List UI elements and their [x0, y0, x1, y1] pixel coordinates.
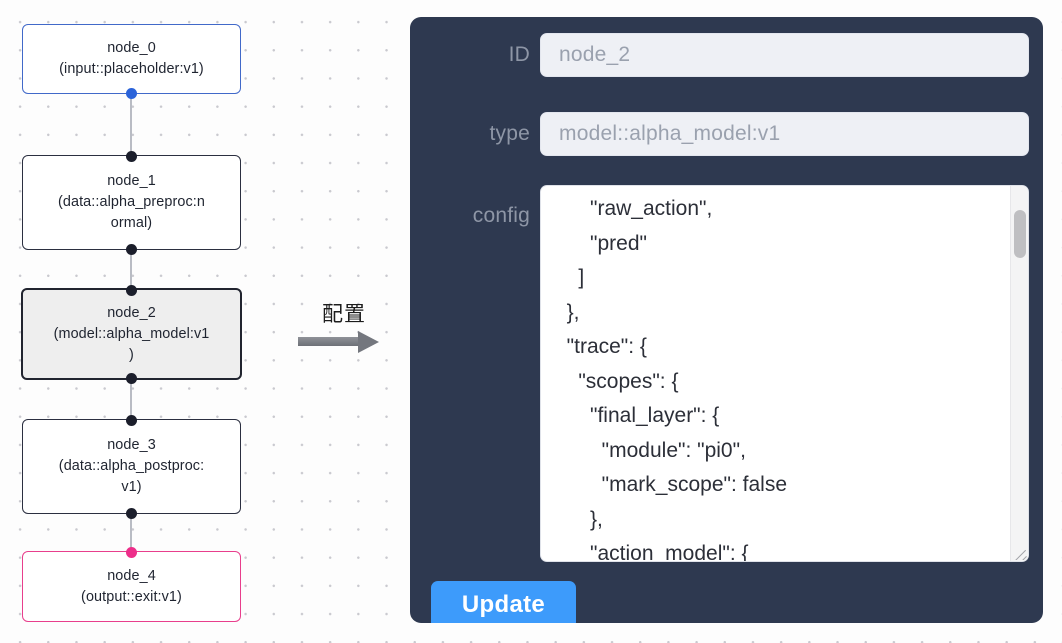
id-input[interactable]: node_2: [540, 33, 1029, 77]
resize-handle-icon[interactable]: [1011, 544, 1027, 560]
flow-node-node_1[interactable]: node_1 (data::alpha_preproc:n ormal): [22, 150, 241, 255]
config-textarea-value[interactable]: "raw_action", "pred" ] }, "trace": { "sc…: [566, 197, 787, 561]
edge-node2-node3: [130, 375, 132, 425]
node-handle-source[interactable]: [126, 243, 137, 255]
flow-node-node_3[interactable]: node_3 (data::alpha_postproc: v1): [22, 414, 241, 519]
id-field-label: ID: [508, 43, 530, 66]
config-textarea[interactable]: "raw_action", "pred" ] }, "trace": { "sc…: [540, 185, 1029, 562]
update-button[interactable]: Update: [431, 581, 576, 623]
node-title: node_2: [107, 304, 156, 321]
edge-node0-node1: [130, 89, 132, 161]
node-config-panel: ID node_2 type model::alpha_model:v1 con…: [410, 17, 1043, 623]
node-handle-source[interactable]: [126, 87, 137, 99]
node-handle-target[interactable]: [126, 546, 137, 558]
node-subtitle-line2: ormal): [110, 215, 153, 231]
node-subtitle-line2: v1): [121, 479, 142, 495]
edge-node1-node2: [130, 245, 132, 294]
field-row-config: config: [410, 194, 540, 238]
annotation-configure: 配置: [298, 298, 390, 353]
node-subtitle-line1: (data::alpha_preproc:n: [57, 194, 205, 210]
config-field-label: config: [472, 204, 530, 227]
node-title: node_4: [107, 567, 156, 584]
node-handle-target[interactable]: [126, 150, 137, 162]
type-input[interactable]: model::alpha_model:v1: [540, 112, 1029, 156]
flow-node-node_4[interactable]: node_4 (output::exit:v1): [22, 546, 241, 622]
annotation-label: 配置: [322, 302, 366, 326]
node-handle-target[interactable]: [126, 414, 137, 426]
scrollbar-thumb[interactable]: [1014, 210, 1026, 258]
node-subtitle: (input::placeholder:v1): [59, 61, 204, 77]
node-title: node_1: [107, 173, 156, 189]
flow-node-node_0[interactable]: node_0 (input::placeholder:v1): [22, 24, 241, 99]
node-handle-source[interactable]: [126, 507, 137, 519]
node-subtitle-line2: ): [129, 346, 134, 363]
field-row-id: ID node_2: [410, 33, 1043, 77]
node-subtitle-line1: (data::alpha_postproc:: [58, 458, 205, 474]
node-title: node_3: [107, 437, 156, 453]
node-handle-source[interactable]: [126, 372, 137, 384]
node-handle-target[interactable]: [126, 284, 137, 296]
node-subtitle-line1: (model::alpha_model:v1: [53, 325, 210, 342]
vertical-scrollbar[interactable]: [1010, 186, 1028, 561]
node-title: node_0: [107, 40, 156, 56]
field-row-type: type model::alpha_model:v1: [410, 112, 1043, 156]
type-field-label: type: [489, 122, 530, 145]
flow-node-node_2[interactable]: node_2 (model::alpha_model:v1 ): [21, 284, 242, 384]
right-arrow-icon: [298, 331, 390, 353]
node-subtitle: (output::exit:v1): [81, 588, 182, 605]
edge-node3-node4: [130, 509, 132, 557]
